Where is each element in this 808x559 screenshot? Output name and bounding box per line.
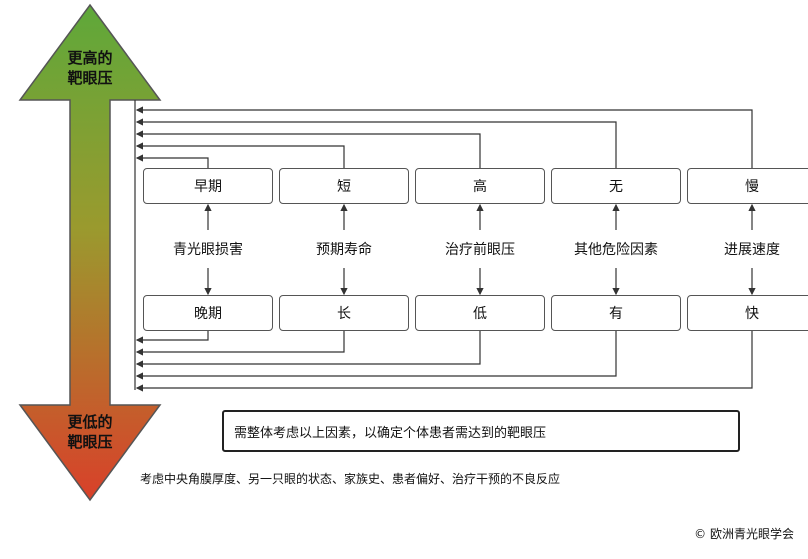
factor-high-box-2: 短 bbox=[279, 168, 409, 204]
factor-name-2: 预期寿命 bbox=[316, 242, 372, 258]
factor-name-3: 治疗前眼压 bbox=[445, 242, 515, 258]
summary-box: 需整体考虑以上因素，以确定个体患者需达到的靶眼压 bbox=[222, 410, 740, 452]
factor-name-4: 其他危险因素 bbox=[574, 242, 658, 258]
factor-low-box-4: 有 bbox=[551, 295, 681, 331]
factor-low-box-1: 晚期 bbox=[143, 295, 273, 331]
factor-low-box-3: 低 bbox=[415, 295, 545, 331]
copyright: © 欧洲青光眼学会 bbox=[694, 527, 794, 541]
factor-name-1: 青光眼损害 bbox=[173, 242, 243, 258]
factor-high-box-3: 高 bbox=[415, 168, 545, 204]
factor-high-box-1: 早期 bbox=[143, 168, 273, 204]
lower-target-iop-label: 更低的靶眼压 bbox=[67, 413, 113, 451]
factor-low-box-5: 快 bbox=[687, 295, 808, 331]
factor-low-box-2: 长 bbox=[279, 295, 409, 331]
factor-name-5: 进展速度 bbox=[724, 242, 780, 258]
double-arrow-icon bbox=[18, 3, 162, 502]
factor-high-box-4: 无 bbox=[551, 168, 681, 204]
higher-target-iop-label: 更高的靶眼压 bbox=[67, 49, 113, 87]
factor-high-box-5: 慢 bbox=[687, 168, 808, 204]
considerations-note: 考虑中央角膜厚度、另一只眼的状态、家族史、患者偏好、治疗干预的不良反应 bbox=[140, 472, 561, 486]
